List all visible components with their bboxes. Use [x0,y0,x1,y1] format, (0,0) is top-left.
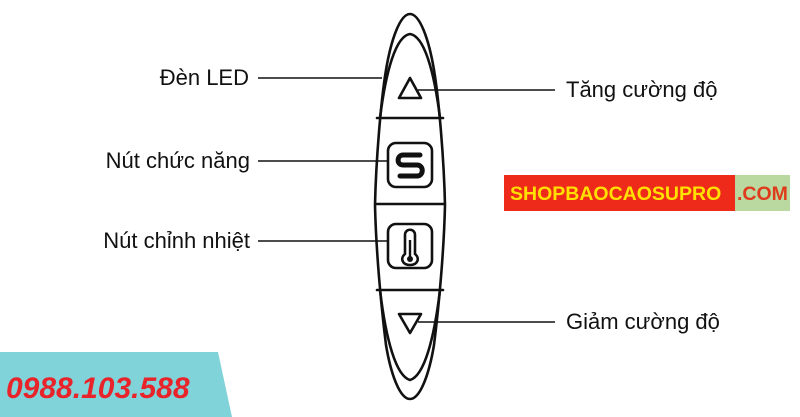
up-triangle-icon [397,76,423,100]
thermometer-frame [386,222,434,270]
shop-banner-name: SHOPBAOCAOSUPRO [510,183,721,205]
down-triangle-icon [397,312,423,335]
label-increase-intensity: Tăng cường độ [566,77,717,102]
s-logo-frame [386,141,434,189]
label-function-button: Nút chức năng [106,148,250,173]
phone-banner-background [0,352,232,417]
phone-banner: 0988.103.588 [0,352,232,417]
thermometer-icon [386,222,434,270]
callout-labels: Đèn LED Nút chức năng Nút chỉnh nhiệt Tă… [103,65,720,334]
device-top-lens [378,32,442,120]
shop-banner-background [504,175,735,211]
remote-device [373,12,447,401]
label-decrease-intensity: Giảm cường độ [566,309,720,334]
s-logo-icon [386,141,434,189]
phone-number: 0988.103.588 [6,372,190,405]
thermometer-body [400,228,420,267]
shop-banner-domain-background [735,175,790,211]
shop-banner-domain: .COM [737,183,788,205]
shop-banner: SHOPBAOCAOSUPRO .COM [504,175,790,211]
thermometer-bulb [407,256,413,262]
s-logo-glyph [395,152,425,179]
label-heat-button: Nút chỉnh nhiệt [103,228,250,253]
label-led-light: Đèn LED [160,65,249,90]
device-outline [373,12,447,401]
leader-lines [258,77,555,323]
device-bottom-lens [378,288,442,382]
